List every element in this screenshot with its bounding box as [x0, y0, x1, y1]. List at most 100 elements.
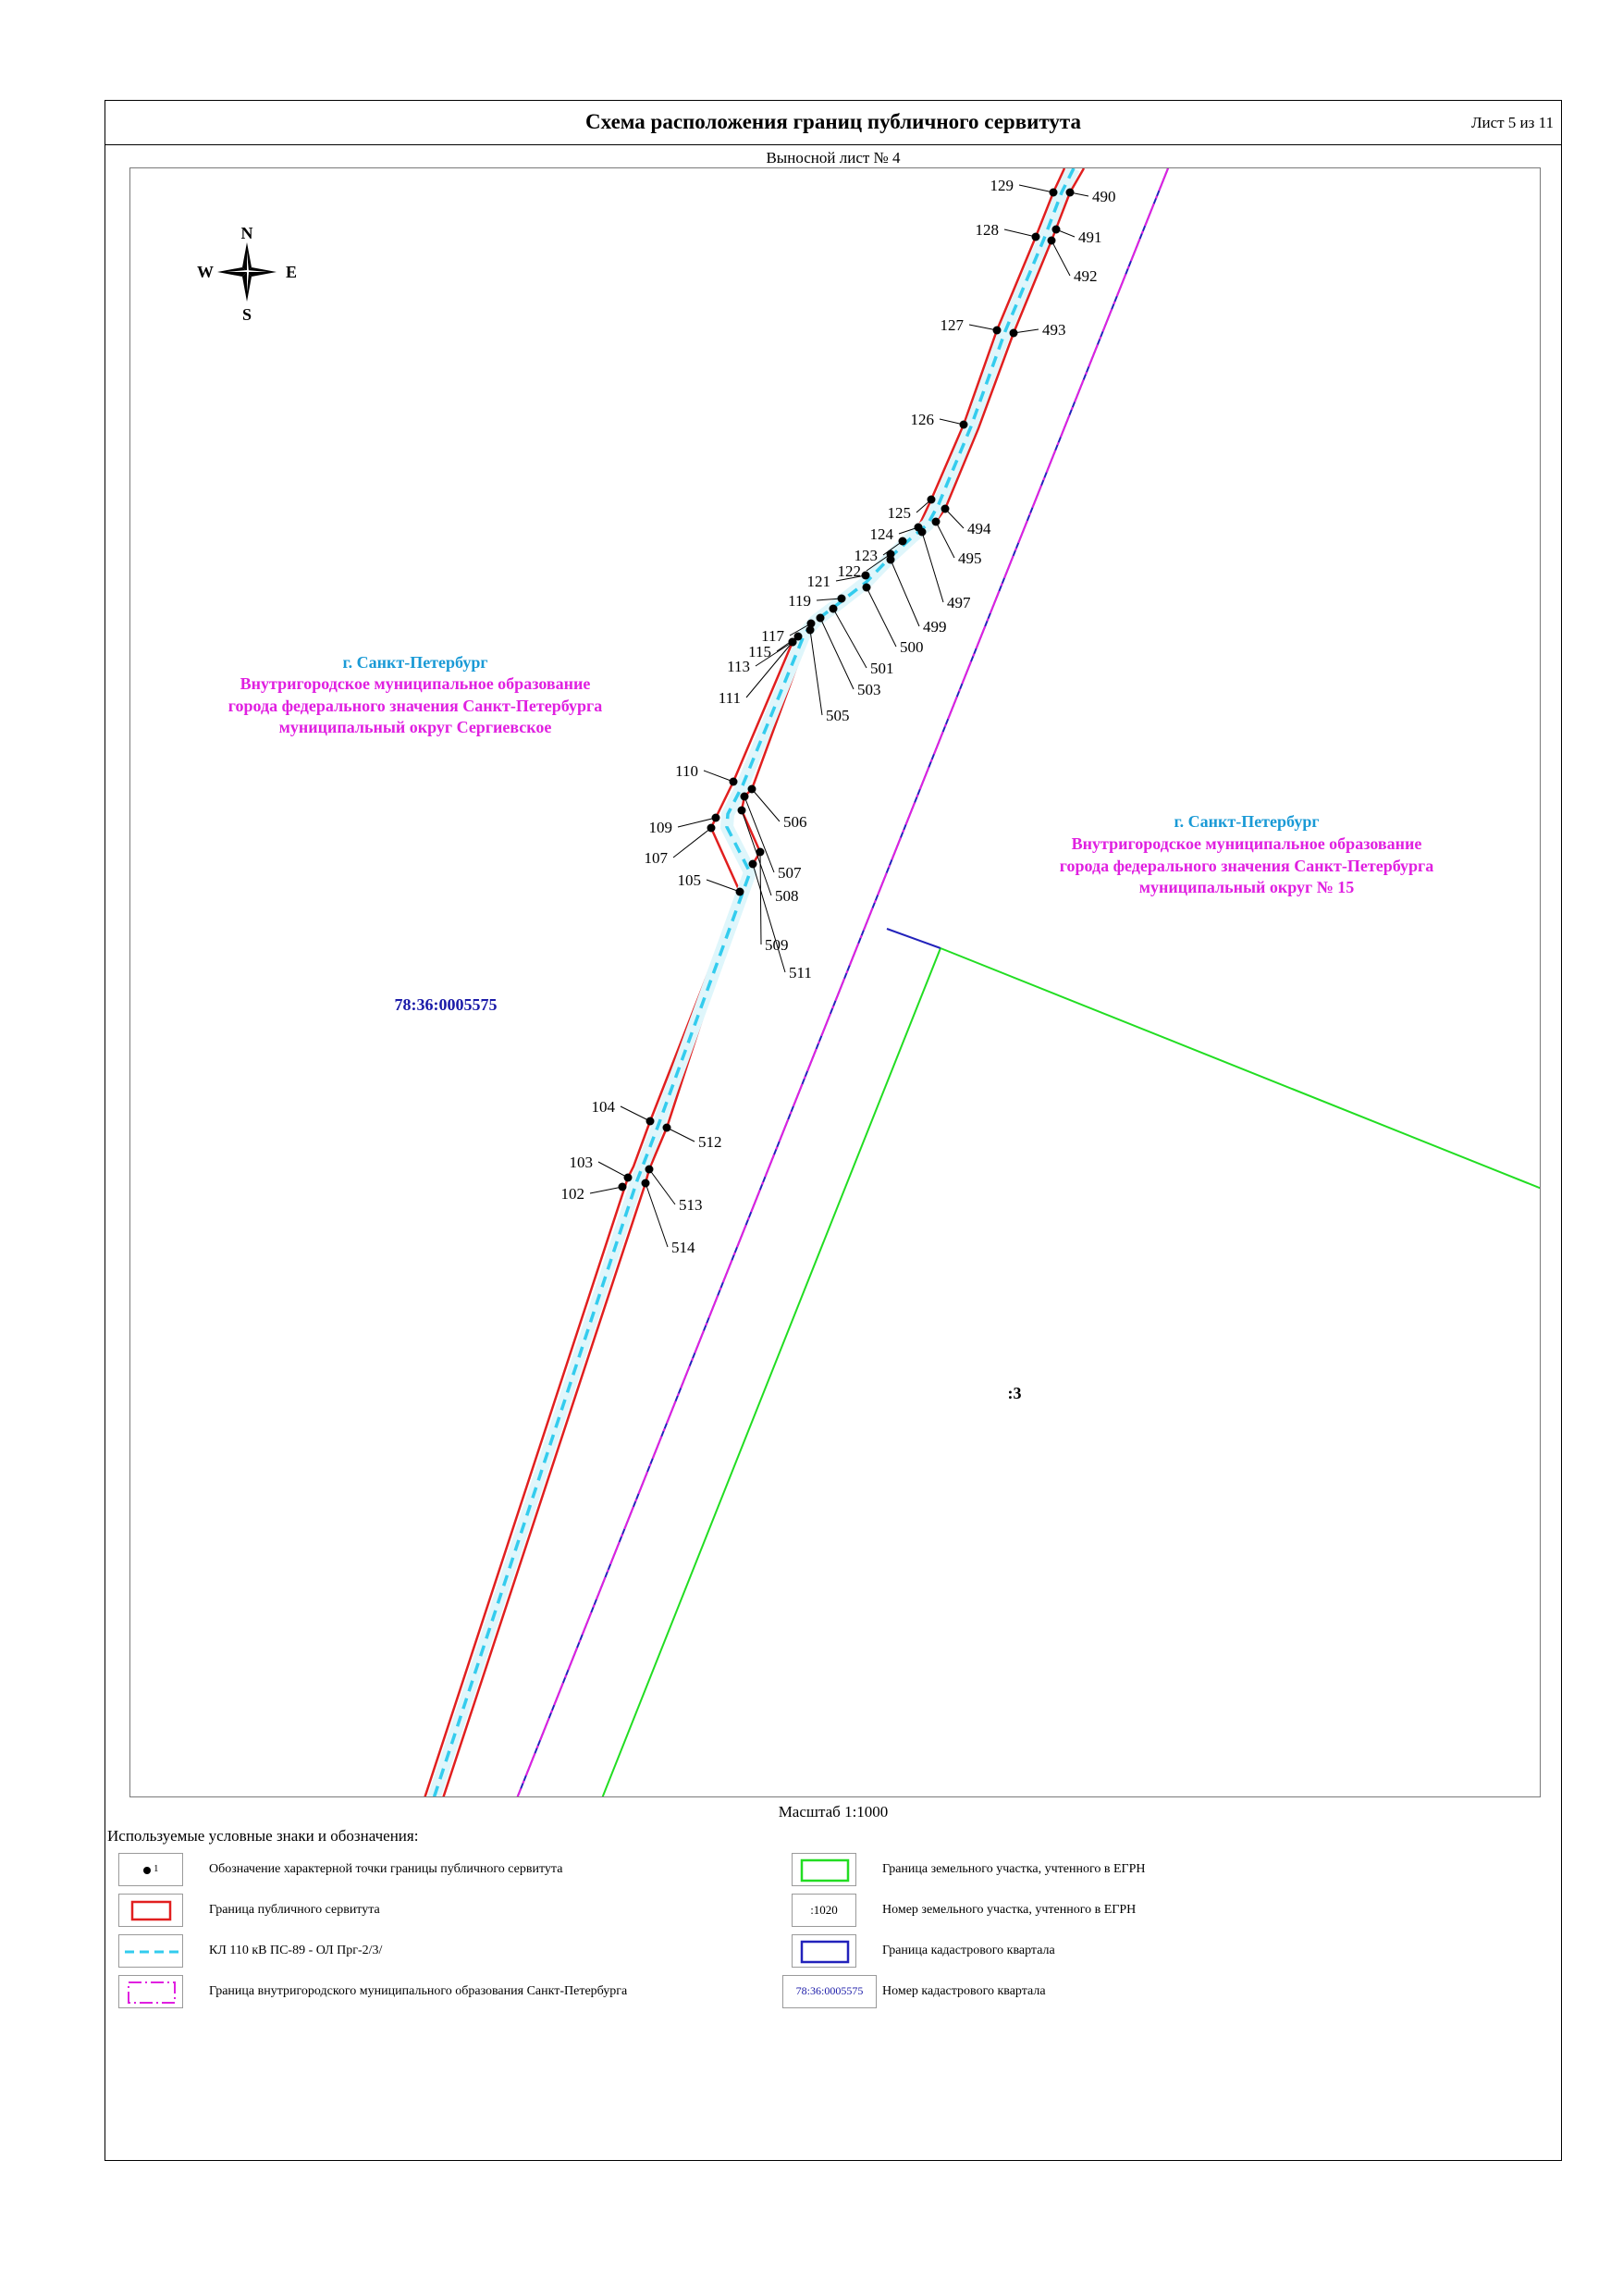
boundary-point-label: 499 — [923, 618, 947, 636]
boundary-point-marker — [805, 625, 815, 635]
point-leader — [1018, 184, 1054, 193]
boundary-point-label: 107 — [645, 849, 669, 867]
boundary-point-label: 117 — [761, 627, 784, 645]
boundary-point-label: 501 — [870, 660, 894, 677]
boundary-point-label: 105 — [678, 871, 702, 889]
boundary-point-label: 115 — [748, 643, 771, 660]
boundary-point-marker — [837, 594, 846, 603]
compass-rose-icon: N S W E — [197, 224, 297, 324]
boundary-point-label: 492 — [1074, 267, 1098, 285]
boundary-point-label: 508 — [775, 887, 799, 905]
boundary-point-label: 102 — [561, 1185, 585, 1203]
point-leader — [755, 641, 793, 667]
boundary-point-marker — [711, 813, 720, 822]
legend-label-parcel: Граница земельного участка, учтенного в … — [882, 1862, 1146, 1876]
boundary-points-right: 4904914924934944954974995005015035055065… — [641, 188, 1116, 1256]
boundary-point-marker — [788, 637, 797, 647]
boundary-point-label: 129 — [990, 177, 1014, 194]
servitude-boundary — [424, 168, 1086, 1796]
point-leader — [706, 879, 741, 893]
boundary-point-label: 503 — [857, 681, 881, 698]
sheet-number: Лист 5 из 11 — [1470, 114, 1554, 131]
boundary-point-label: 514 — [671, 1239, 695, 1256]
point-leader — [672, 827, 712, 858]
boundary-point-marker — [917, 527, 927, 537]
boundary-point-marker — [959, 420, 968, 429]
point-leader — [703, 770, 734, 783]
point-leader — [921, 531, 944, 603]
boundary-point-label: 104 — [592, 1098, 616, 1116]
inset-sheet-title: Выносной лист № 4 — [766, 149, 901, 167]
area-label-right: г. Санкт-Петербург Внутригородское муниц… — [1060, 812, 1433, 896]
boundary-point-marker — [931, 517, 941, 526]
boundary-point-marker — [1065, 188, 1075, 197]
boundary-point-marker — [1047, 236, 1056, 245]
legend-title: Используемые условные знаки и обозначени… — [107, 1827, 419, 1845]
boundary-point-label: 103 — [570, 1154, 594, 1171]
legend-quarter-symbol — [792, 1934, 856, 1968]
map-canvas: N S W E — [197, 168, 1540, 1796]
boundary-point-label: 128 — [976, 221, 1000, 239]
point-leader — [597, 1161, 629, 1179]
boundary-point-label: 493 — [1042, 321, 1066, 339]
title-block: Схема расположения границ публичного сер… — [105, 101, 1561, 145]
point-leader — [866, 553, 891, 572]
boundary-point-marker — [748, 859, 757, 869]
boundary-point-marker — [645, 1165, 654, 1174]
boundary-point-marker — [735, 887, 744, 896]
boundary-point-label: 513 — [679, 1196, 703, 1214]
point-leader — [866, 586, 897, 648]
municipal-boundary — [516, 168, 1169, 1796]
svg-text:города федерального значения С: города федерального значения Санкт-Петер… — [228, 697, 602, 715]
compass-e: E — [286, 263, 297, 281]
boundary-point-label: 495 — [958, 549, 982, 567]
point-leader — [677, 817, 717, 828]
boundary-point-marker — [927, 495, 936, 504]
point-leader — [745, 641, 793, 698]
point-leader — [744, 796, 775, 873]
boundary-point-label: 121 — [807, 573, 831, 590]
svg-text:муниципальный округ Сергиевско: муниципальный округ Сергиевское — [279, 718, 552, 736]
svg-text:Внутригородское муниципальное: Внутригородское муниципальное образовани… — [1072, 834, 1422, 853]
boundary-point-marker — [1051, 225, 1061, 234]
boundary-point-label: 110 — [675, 762, 698, 780]
map-frame: N S W E — [129, 167, 1541, 1797]
point-leader — [832, 608, 867, 669]
point-leader — [666, 1127, 695, 1142]
boundary-point-label: 505 — [826, 707, 850, 724]
point-leader — [890, 559, 920, 627]
boundary-point-label: 490 — [1092, 188, 1116, 205]
boundary-point-marker — [1009, 328, 1018, 338]
boundary-point-label: 119 — [788, 592, 811, 610]
boundary-point-label: 124 — [870, 525, 894, 543]
point-leader — [589, 1186, 623, 1194]
boundary-point-label: 506 — [783, 813, 807, 831]
drawing-sheet: Схема расположения границ публичного сер… — [105, 100, 1562, 2161]
page-title: Схема расположения границ публичного сер… — [585, 110, 1081, 133]
boundary-points-left: 1291281271261251241231221211191171151131… — [561, 177, 1058, 1203]
boundary-point-label: 122 — [838, 562, 862, 580]
boundary-point-marker — [646, 1117, 655, 1126]
boundary-point-marker — [618, 1182, 627, 1191]
boundary-point-marker — [756, 847, 765, 857]
map-scale: Масштаб 1:1000 — [778, 1803, 889, 1821]
legend-cable-symbol — [118, 1934, 183, 1968]
boundary-point-label: 500 — [900, 638, 924, 656]
boundary-point-marker — [861, 571, 870, 580]
point-leader — [809, 629, 823, 716]
boundary-point-marker — [623, 1173, 633, 1182]
boundary-point-marker — [662, 1123, 671, 1132]
svg-text:города федерального значения С: города федерального значения Санкт-Петер… — [1060, 857, 1433, 875]
boundary-point-marker — [1031, 232, 1040, 241]
svg-text:г. Санкт-Петербург: г. Санкт-Петербург — [342, 653, 487, 672]
point-leader — [620, 1105, 651, 1122]
compass-s: S — [242, 305, 252, 324]
svg-text:г. Санкт-Петербург: г. Санкт-Петербург — [1174, 812, 1319, 831]
quarter-number: 78:36:0005575 — [395, 995, 498, 1014]
legend-municipal-symbol — [118, 1975, 183, 2008]
boundary-point-marker — [641, 1179, 650, 1188]
boundary-point-marker — [862, 583, 871, 592]
boundary-point-marker — [729, 777, 738, 786]
boundary-point-label: 127 — [941, 316, 965, 334]
boundary-point-label: 491 — [1078, 228, 1102, 246]
